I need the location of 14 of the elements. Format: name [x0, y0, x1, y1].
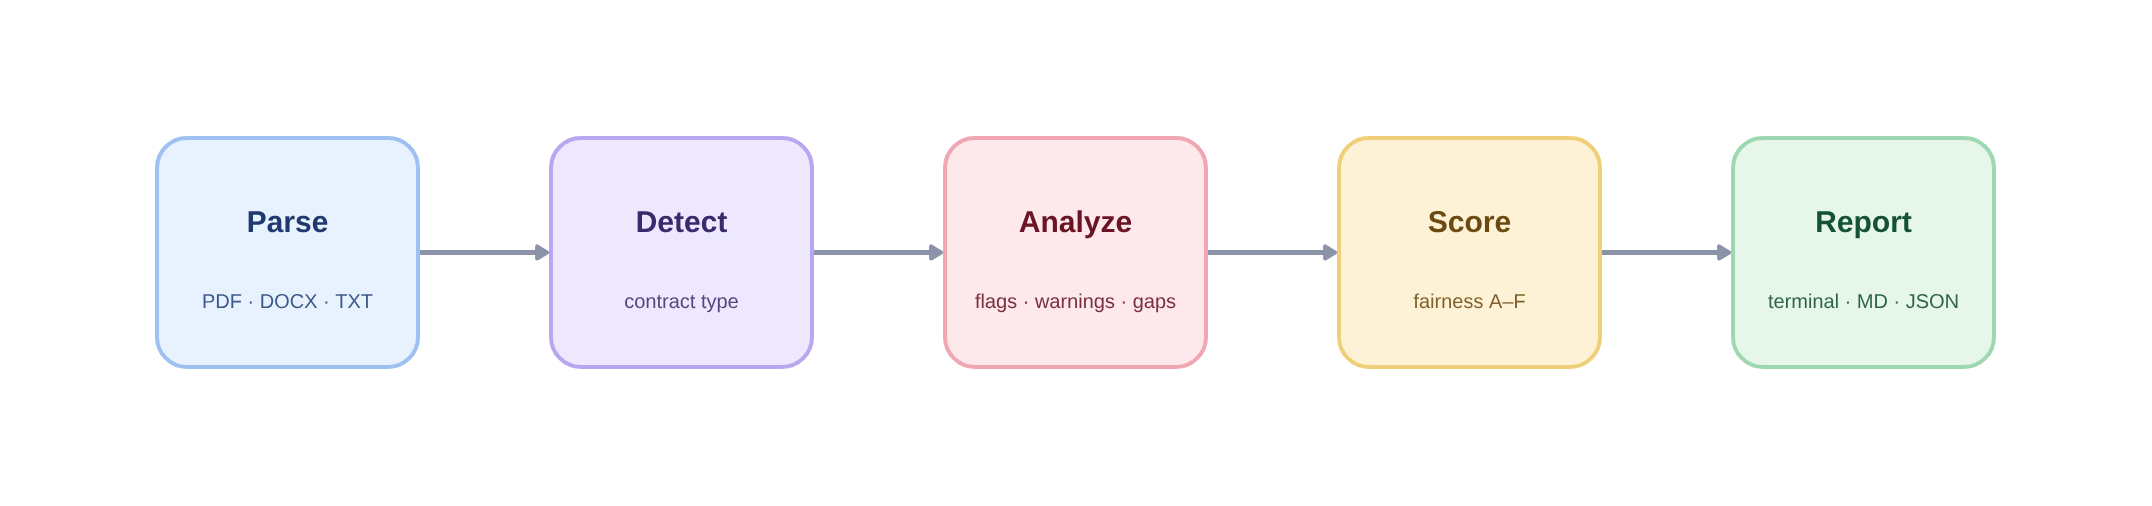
- step-description: flags · warnings · gaps: [975, 293, 1176, 313]
- arrow: [814, 244, 943, 261]
- step-title: Parse: [248, 211, 328, 233]
- step-description: fairness A–F: [1413, 293, 1525, 309]
- step-title: Report: [1817, 211, 1912, 239]
- arrow: [420, 244, 549, 261]
- step-title: Analyze: [1019, 210, 1132, 239]
- step-description: PDF · DOCX · TXT: [203, 294, 373, 309]
- step-title: Detect: [637, 211, 727, 233]
- arrow: [1208, 244, 1337, 261]
- step-description: contract type: [625, 295, 738, 313]
- arrow: [1602, 244, 1731, 261]
- step-description: terminal · MD · JSON: [1768, 293, 1958, 309]
- step-title: Score: [1428, 211, 1511, 233]
